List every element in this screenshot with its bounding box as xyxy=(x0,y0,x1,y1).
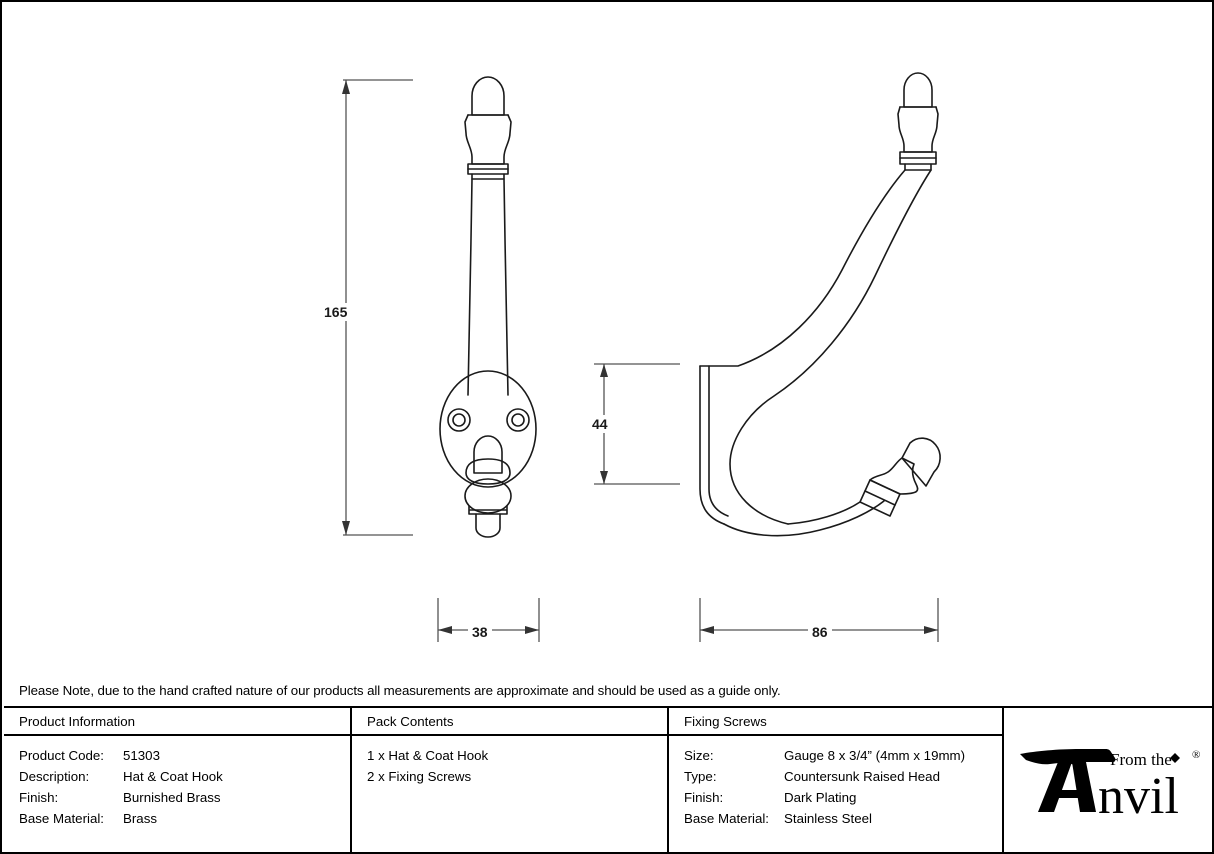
anvil-icon xyxy=(1020,749,1116,812)
spec-label: Finish: xyxy=(684,790,724,805)
front-lower-bud xyxy=(473,435,503,474)
dim-arrow-44-bottom xyxy=(600,471,608,484)
spec-value: Gauge 8 x 3/4” (4mm x 19mm) xyxy=(784,748,966,763)
dim-arrow-44-top xyxy=(600,364,608,377)
spec-value: Hat & Coat Hook xyxy=(123,769,223,784)
front-backplate xyxy=(439,370,537,488)
disclaimer-note-row: Please Note, due to the hand crafted nat… xyxy=(4,674,1212,708)
column-body-pack-contents: 1 x Hat & Coat Hook 2 x Fixing Screws xyxy=(352,736,667,787)
dim-arrow-38-left xyxy=(438,626,452,634)
dimension-lines xyxy=(342,79,939,642)
side-tip-body xyxy=(869,457,919,495)
dim-arrow-38-right xyxy=(525,626,539,634)
spec-row: Base Material: Stainless Steel xyxy=(684,808,1002,829)
table-columns: Product Information Product Code: 51303 … xyxy=(4,708,1212,852)
spec-label: Size: xyxy=(684,748,714,763)
column-header-label: Product Information xyxy=(19,713,136,729)
column-body-fixing-screws: Size: Gauge 8 x 3/4” (4mm x 19mm) Type: … xyxy=(669,736,1002,829)
column-header-label: Fixing Screws xyxy=(684,713,767,729)
front-screw-hole-right-inner xyxy=(511,413,525,427)
front-screw-hole-right-outer xyxy=(506,408,530,432)
column-fixing-screws: Fixing Screws Size: Gauge 8 x 3/4” (4mm … xyxy=(667,708,1002,852)
anvil-logo-svg: From the nvil ® xyxy=(1020,749,1200,825)
dim-arrow-165-bottom xyxy=(342,521,350,535)
side-finial-ring xyxy=(899,151,937,165)
spec-label: Finish: xyxy=(19,790,59,805)
spec-label: Base Material: xyxy=(684,811,769,826)
spec-label: Base Material: xyxy=(19,811,104,826)
spec-row: Size: Gauge 8 x 3/4” (4mm x 19mm) xyxy=(684,745,1002,766)
front-finial-ring xyxy=(467,163,509,175)
disclaimer-note-text: Please Note, due to the hand crafted nat… xyxy=(19,682,781,698)
spec-value: Countersunk Raised Head xyxy=(784,769,940,784)
spec-value: Brass xyxy=(123,811,157,826)
side-finial-step xyxy=(904,163,932,171)
registered-trademark-icon: ® xyxy=(1192,749,1200,761)
product-information-table: Please Note, due to the hand crafted nat… xyxy=(4,674,1212,852)
dim-arrow-86-right xyxy=(924,626,938,634)
spec-row: Product Code: 51303 xyxy=(19,745,350,766)
front-finial-body xyxy=(464,114,512,165)
column-brand-logo: From the nvil ® xyxy=(1002,708,1212,852)
dimension-label-backplate-width: 38 xyxy=(468,623,492,641)
front-lower-ball xyxy=(464,478,512,514)
spec-row: Description: Hat & Coat Hook xyxy=(19,766,350,787)
spec-label: Product Code: xyxy=(19,748,105,763)
front-lower-ring xyxy=(468,505,508,515)
front-screw-hole-left-outer xyxy=(447,408,471,432)
dimension-label-height: 165 xyxy=(320,303,352,321)
brand-logo-cell: From the nvil ® xyxy=(1004,708,1212,852)
spec-row: Type: Countersunk Raised Head xyxy=(684,766,1002,787)
front-finial-dome xyxy=(471,76,505,116)
side-backplate-inner-edge xyxy=(708,365,729,517)
column-product-information: Product Information Product Code: 51303 … xyxy=(4,708,350,852)
side-view xyxy=(699,72,941,537)
from-the-anvil-logo: From the nvil ® xyxy=(1014,742,1204,825)
column-header-product-information: Product Information xyxy=(4,708,350,736)
spec-row: Finish: Burnished Brass xyxy=(19,787,350,808)
logo-diamond-icon xyxy=(1170,753,1180,763)
spec-value: 51303 xyxy=(123,748,160,763)
front-finial-step xyxy=(471,173,505,180)
column-body-product-information: Product Code: 51303 Description: Hat & C… xyxy=(4,736,350,829)
dim-arrow-86-left xyxy=(700,626,714,634)
logo-line-main: nvil xyxy=(1098,768,1179,820)
pack-contents-line: 1 x Hat & Coat Hook xyxy=(367,748,489,763)
front-shaft-left xyxy=(467,178,473,396)
side-arm-inner xyxy=(729,169,932,525)
column-header-fixing-screws: Fixing Screws xyxy=(669,708,1002,736)
side-finial-body xyxy=(897,106,939,153)
column-header-label: Pack Contents xyxy=(367,713,454,729)
spec-value: Stainless Steel xyxy=(784,811,872,826)
column-header-pack-contents: Pack Contents xyxy=(352,708,667,736)
side-tip-dome xyxy=(901,437,941,487)
logo-line-top: From the xyxy=(1110,750,1172,769)
spec-row: Base Material: Brass xyxy=(19,808,350,829)
spec-value: Dark Plating xyxy=(784,790,857,805)
spec-label: Description: xyxy=(19,769,90,784)
side-backplate-outer-edge xyxy=(699,365,725,525)
front-shaft-right xyxy=(503,178,509,396)
front-lower-tip xyxy=(475,513,501,538)
spec-label: Type: xyxy=(684,769,717,784)
side-arm-outer xyxy=(699,169,906,367)
front-view xyxy=(439,76,537,538)
front-lower-collar xyxy=(465,458,511,485)
column-pack-contents: Pack Contents 1 x Hat & Coat Hook 2 x Fi… xyxy=(350,708,667,852)
dimension-label-projection-depth: 86 xyxy=(808,623,832,641)
pack-contents-line: 2 x Fixing Screws xyxy=(367,769,472,784)
dimension-label-projection-height: 44 xyxy=(588,415,612,433)
side-hook-bowl-inner xyxy=(787,501,861,525)
front-screw-hole-left-inner xyxy=(452,413,466,427)
side-tip-ring-line xyxy=(864,490,896,506)
dim-arrow-165-top xyxy=(342,80,350,94)
spec-row: Finish: Dark Plating xyxy=(684,787,1002,808)
side-finial-dome xyxy=(903,72,933,108)
side-hook-bowl-outer xyxy=(723,500,885,537)
spec-value: Burnished Brass xyxy=(123,790,221,805)
